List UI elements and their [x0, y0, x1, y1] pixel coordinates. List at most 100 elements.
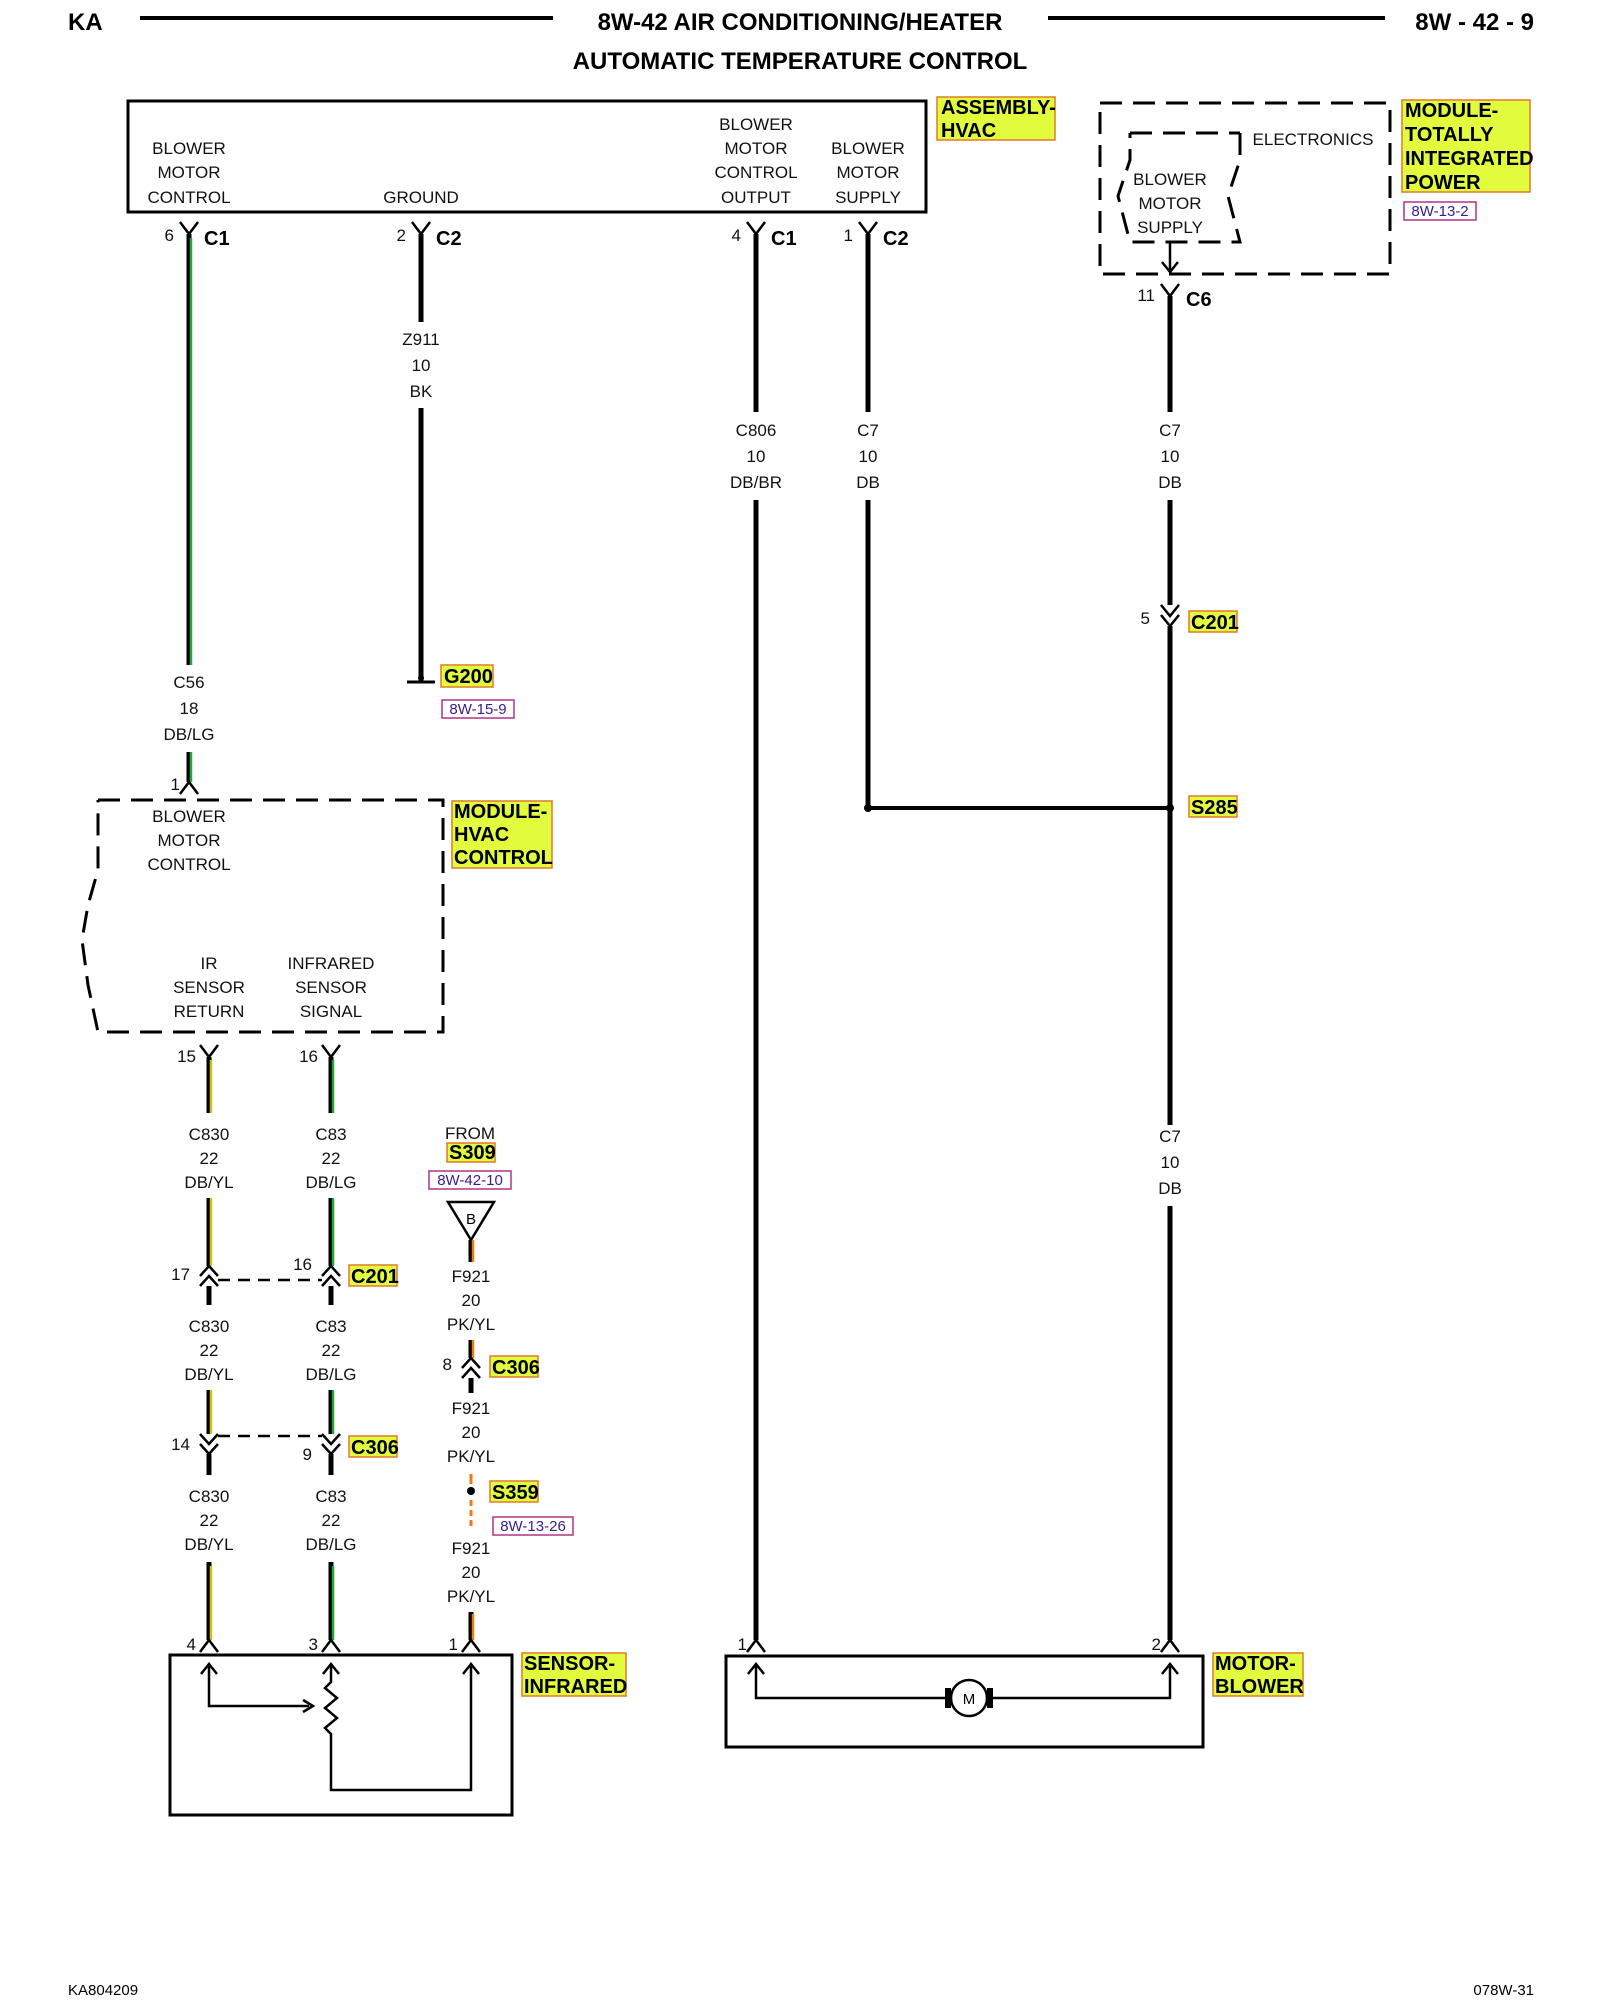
ground-ref-link[interactable]: 8W-15-9 [449, 701, 506, 718]
header-left-code: KA [68, 9, 103, 36]
connector-name: C306 [351, 1437, 399, 1459]
pin-label: BLOWER [152, 139, 226, 158]
wire-label: 22 [322, 1511, 341, 1530]
hvac-assembly: ASSEMBLY- HVAC BLOWER MOTOR CONTROL GROU… [126, 96, 1056, 250]
wire-label: 10 [412, 356, 431, 375]
pin-number: 16 [299, 1047, 318, 1066]
wire-label: 22 [322, 1341, 341, 1360]
wire-label: Z911 [402, 330, 440, 349]
hvac-assembly-name-2: HVAC [941, 120, 996, 142]
pin-label: BLOWER [719, 115, 793, 134]
hvac-control-module: BLOWER MOTOR CONTROL IR SENSOR RETURN IN… [80, 798, 553, 1066]
wire-c83: C83 22 DB/LG 16 C83 22 DB/LG 9 C83 22 DB… [293, 1057, 357, 1654]
wire-label: 18 [180, 699, 199, 718]
wire-label: F921 [452, 1267, 491, 1286]
wire-c806: C806 10 DB/BR 1 [730, 234, 782, 1654]
sensor-infrared: SENSOR- INFRARED [168, 1652, 627, 1817]
tipm-name: TOTALLY [1405, 124, 1494, 146]
wire-label: DB/LG [305, 1365, 356, 1384]
module-label: SENSOR [295, 978, 367, 997]
pin-number: 1 [844, 226, 853, 245]
wire-label: 20 [462, 1423, 481, 1442]
wire-label: F921 [452, 1399, 491, 1418]
pin-number: 3 [309, 1635, 318, 1654]
wire-c7-a: C7 10 DB [856, 234, 1170, 812]
wire-label: C7 [857, 421, 879, 440]
sensor-name: SENSOR- [524, 1653, 615, 1675]
ground-g200: G200 8W-15-9 [440, 664, 515, 719]
pin-number: 17 [171, 1265, 190, 1284]
pin-number: 15 [177, 1047, 196, 1066]
splice-s359-ref-link[interactable]: 8W-13-26 [500, 1518, 566, 1535]
wire-label: DB/LG [305, 1173, 356, 1192]
pin-number: 11 [1137, 286, 1155, 305]
motor-symbol: M [963, 1691, 976, 1708]
motor-name: BLOWER [1215, 1676, 1304, 1698]
wire-f921: F921 20 PK/YL 8 F921 20 PK/YL F921 20 PK… [443, 1240, 495, 1654]
page-ref: 8W - 42 - 9 [1415, 9, 1534, 36]
wire-label: C83 [315, 1317, 346, 1336]
page-subtitle: AUTOMATIC TEMPERATURE CONTROL [573, 48, 1028, 75]
wire-label: 20 [462, 1563, 481, 1582]
wire-label: DB/YL [184, 1173, 233, 1192]
tipm-electronics-label: ELECTRONICS [1253, 130, 1374, 149]
wire-label: BK [410, 382, 433, 401]
connector-name: C6 [1186, 289, 1212, 311]
tipm-name: POWER [1405, 172, 1481, 194]
pin-label: OUTPUT [721, 188, 791, 207]
wire-label: 10 [1161, 447, 1180, 466]
wire-label: C83 [315, 1125, 346, 1144]
from-splice-symbol: B [466, 1211, 476, 1228]
connector-c201-right: C201 [1188, 610, 1239, 634]
wire-label: 10 [747, 447, 766, 466]
hvac-assembly-name-1: ASSEMBLY- [941, 97, 1056, 119]
pin-label: MOTOR [837, 163, 900, 182]
module-label: MOTOR [158, 831, 221, 850]
wire-label: C830 [189, 1317, 230, 1336]
header: KA 8W-42 AIR CONDITIONING/HEATER 8W - 42… [68, 9, 1534, 75]
wire-label: C806 [736, 421, 777, 440]
pin-number: 1 [738, 1635, 747, 1654]
page-title: 8W-42 AIR CONDITIONING/HEATER [598, 9, 1003, 36]
pin-number: 2 [1152, 1635, 1161, 1654]
connector-name: C201 [351, 1266, 399, 1288]
wire-c7-b: C7 10 DB 5 [1141, 296, 1182, 1125]
connector-name: C1 [771, 228, 797, 250]
wire-label: 20 [462, 1291, 481, 1310]
wire-label: DB/YL [184, 1365, 233, 1384]
pin-number: 1 [449, 1635, 458, 1654]
wire-label: C83 [315, 1487, 346, 1506]
pin-label: MOTOR [725, 139, 788, 158]
tipm-supply-label: SUPPLY [1137, 218, 1203, 237]
from-splice-ref-link[interactable]: 8W-42-10 [437, 1172, 503, 1189]
from-splice-name: S309 [449, 1142, 496, 1164]
pin-label: MOTOR [158, 163, 221, 182]
tipm-ref-link[interactable]: 8W-13-2 [1411, 203, 1468, 220]
pin-number: 5 [1141, 609, 1150, 628]
pin-number: 2 [397, 226, 406, 245]
tipm-supply-label: MOTOR [1139, 194, 1202, 213]
sensor-name: INFRARED [524, 1676, 627, 1698]
tipm-name: MODULE- [1405, 100, 1498, 122]
motor-blower: M MOTOR- BLOWER [724, 1652, 1304, 1749]
pin-number: 16 [293, 1255, 312, 1274]
connector-c306-lower: C306 [218, 1434, 399, 1459]
wire-label: DB [1158, 473, 1182, 492]
pin-label: CONTROL [147, 188, 230, 207]
wire-label: 10 [859, 447, 878, 466]
connector-name: C306 [492, 1357, 540, 1379]
ground-name: G200 [444, 666, 493, 688]
connector-c201-left: C201 [218, 1264, 399, 1288]
pin-number: 4 [187, 1635, 196, 1654]
connector-name: C1 [204, 228, 230, 250]
wire-label: PK/YL [447, 1315, 495, 1334]
wire-label: DB/LG [305, 1535, 356, 1554]
wire-label: 22 [200, 1341, 219, 1360]
from-label: FROM [445, 1124, 495, 1143]
pin-label: GROUND [383, 188, 459, 207]
splice-s359: S359 8W-13-26 [489, 1480, 574, 1536]
splice-s285: S285 [1166, 795, 1238, 819]
connector-name: C2 [883, 228, 909, 250]
wire-label: F921 [452, 1539, 491, 1558]
